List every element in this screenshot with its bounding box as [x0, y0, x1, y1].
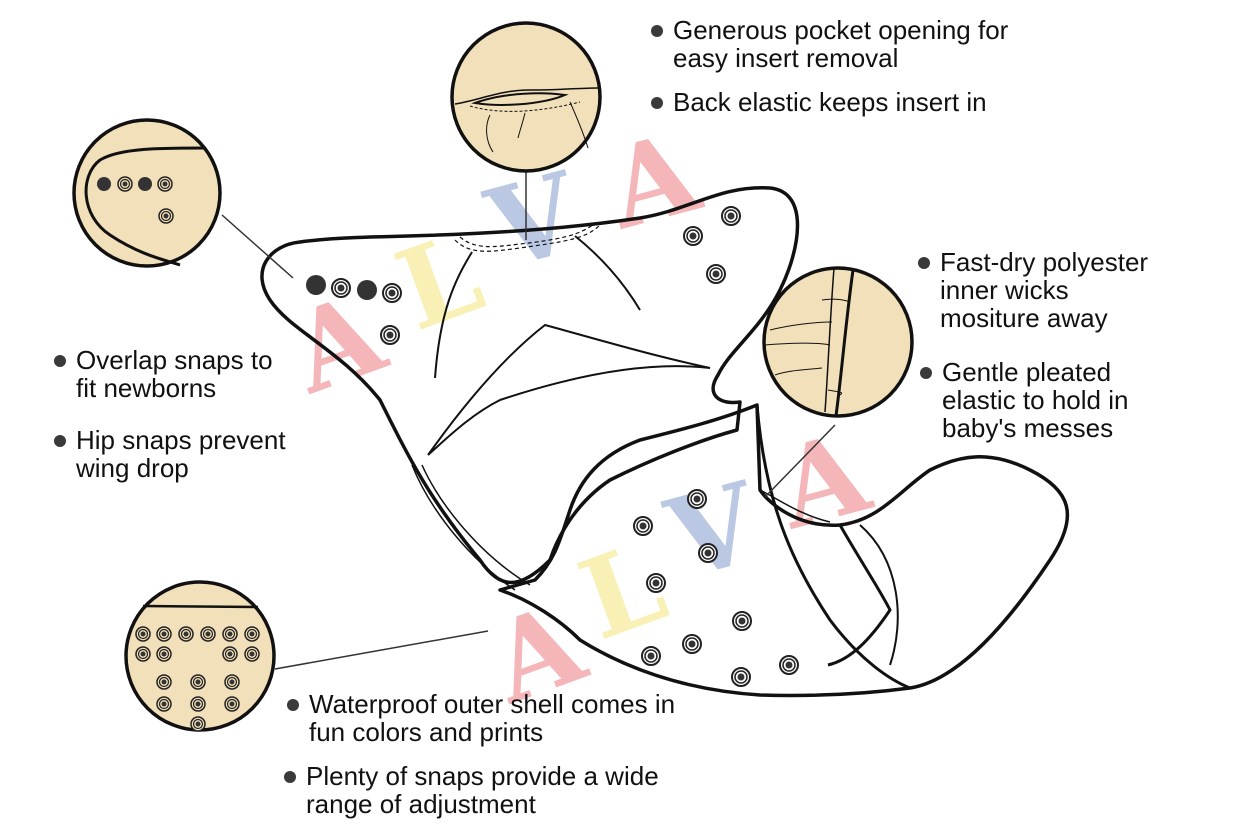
feature-text: Plenty of snaps provide a wide range of …	[306, 761, 659, 819]
bullet-icon	[918, 257, 930, 269]
snap	[646, 573, 666, 593]
feature-text: Generous pocket opening for easy insert …	[673, 15, 1009, 73]
feature-hip-snaps: Hip snaps prevent wing drop	[54, 425, 286, 483]
snap	[687, 489, 707, 509]
snap	[633, 516, 653, 536]
bullet-icon	[284, 771, 296, 783]
feature-overlap-snaps: Overlap snaps to fit newborns	[54, 345, 273, 403]
feature-text: Gentle pleated elastic to hold in baby's…	[942, 357, 1129, 443]
diaper-inner-body	[260, 186, 800, 585]
watermark-letter-v2: V	[654, 457, 772, 604]
snap	[698, 543, 718, 563]
inner-fold-lines	[427, 323, 711, 456]
callout-snap-grid	[124, 580, 276, 732]
feature-text: Fast-dry polyester inner wicks mositure …	[940, 247, 1149, 333]
snap	[721, 206, 741, 226]
snap	[683, 226, 703, 246]
snap	[380, 325, 400, 345]
snap	[731, 667, 751, 687]
callout-leader-lines	[221, 172, 836, 670]
callout-pocket-opening	[450, 21, 602, 173]
callout-pleated-elastic	[762, 266, 914, 418]
callout-snaps-overlap	[72, 118, 222, 268]
feature-outer-shell: Waterproof outer shell comes in fun colo…	[287, 689, 676, 747]
snap	[706, 264, 726, 284]
feature-back-elastic: Back elastic keeps insert in	[651, 87, 987, 117]
feature-text: Hip snaps prevent wing drop	[76, 425, 286, 483]
snap	[682, 634, 702, 654]
snap-solid	[357, 280, 377, 300]
bullet-icon	[54, 355, 66, 367]
feature-text: Waterproof outer shell comes in fun colo…	[309, 689, 676, 747]
snap	[382, 283, 402, 303]
bullet-icon	[287, 699, 299, 711]
snap	[641, 646, 661, 666]
feature-plenty-snaps: Plenty of snaps provide a wide range of …	[284, 761, 659, 819]
feature-pleated-elastic: Gentle pleated elastic to hold in baby's…	[920, 357, 1129, 443]
leg-elastic	[411, 464, 831, 591]
snap	[732, 611, 752, 631]
bullet-icon	[651, 25, 663, 37]
pocket-opening	[434, 222, 641, 379]
feature-pocket-opening: Generous pocket opening for easy insert …	[651, 15, 1009, 73]
bullet-icon	[920, 367, 932, 379]
bullet-icon	[651, 97, 663, 109]
snap	[779, 655, 799, 675]
diaper-snaps	[306, 206, 799, 687]
snap	[331, 278, 351, 298]
diaper-outer-shell	[498, 403, 1070, 698]
feature-fast-dry: Fast-dry polyester inner wicks mositure …	[918, 247, 1149, 333]
bullet-icon	[54, 435, 66, 447]
feature-text: Overlap snaps to fit newborns	[76, 345, 273, 403]
snap-solid	[306, 275, 326, 295]
feature-text: Back elastic keeps insert in	[673, 87, 987, 117]
